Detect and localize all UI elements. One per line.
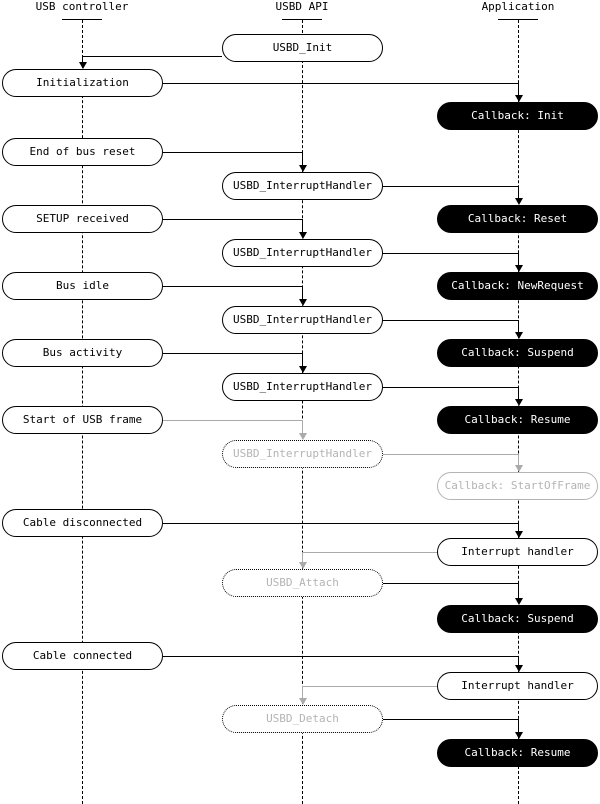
node-n26[interactable]: Callback: Resume — [437, 739, 598, 767]
column-header-usbd-api: USBD API — [275, 0, 329, 13]
connection-arrowhead-c17 — [299, 698, 307, 705]
node-n05[interactable]: USBD_InterruptHandler — [222, 172, 383, 200]
lifeline-usbd-api — [302, 20, 303, 804]
node-n22[interactable]: Callback: Suspend — [437, 605, 598, 633]
connection-horizontal-c10 — [383, 387, 519, 388]
node-n02[interactable]: Initialization — [2, 69, 163, 97]
node-n15[interactable]: Start of USB frame — [2, 406, 163, 434]
connection-vertical-c08 — [518, 320, 519, 333]
connection-vertical-c14 — [302, 552, 303, 563]
connection-arrowhead-c18 — [515, 732, 523, 739]
connection-vertical-c12 — [518, 454, 519, 466]
column-head-tick-usbd-api — [282, 19, 322, 20]
connection-arrowhead-c07 — [299, 299, 307, 306]
connection-arrowhead-c12 — [515, 465, 523, 472]
node-n16[interactable]: Callback: Resume — [437, 406, 598, 434]
connection-arrowhead-c06 — [515, 265, 523, 272]
connection-vertical-c03 — [302, 152, 303, 166]
connection-vertical-c09 — [302, 353, 303, 367]
node-n09[interactable]: Bus idle — [2, 272, 163, 300]
connection-horizontal-c02 — [163, 83, 519, 84]
node-n13[interactable]: Callback: Suspend — [437, 339, 598, 367]
connection-vertical-c11 — [302, 420, 303, 434]
connection-vertical-c18 — [518, 719, 519, 733]
node-n17[interactable]: USBD_InterruptHandler — [222, 440, 383, 468]
connection-vertical-c17 — [302, 686, 303, 699]
connection-horizontal-c11 — [163, 420, 303, 421]
connection-horizontal-c08 — [383, 320, 519, 321]
node-n06[interactable]: SETUP received — [2, 205, 163, 233]
connection-horizontal-c16 — [163, 656, 519, 657]
connection-horizontal-c04 — [383, 186, 519, 187]
node-n14[interactable]: USBD_InterruptHandler — [222, 373, 383, 401]
connection-horizontal-c05 — [163, 219, 303, 220]
connection-arrowhead-c15 — [515, 598, 523, 605]
column-head-tick-application — [498, 19, 538, 20]
connection-vertical-c01 — [82, 56, 83, 63]
node-n18[interactable]: Callback: StartOfFrame — [437, 472, 598, 500]
connection-horizontal-c09 — [163, 353, 303, 354]
node-n07[interactable]: Callback: Reset — [437, 205, 598, 233]
connection-arrowhead-c14 — [299, 562, 307, 569]
connection-arrowhead-c01 — [79, 62, 87, 69]
node-n08[interactable]: USBD_InterruptHandler — [222, 239, 383, 267]
connection-arrowhead-c16 — [515, 665, 523, 672]
connection-arrowhead-c10 — [515, 399, 523, 406]
connection-vertical-c02 — [518, 83, 519, 96]
connection-arrowhead-c05 — [299, 232, 307, 239]
node-n23[interactable]: Cable connected — [2, 642, 163, 670]
connection-vertical-c04 — [518, 186, 519, 199]
connection-arrowhead-c02 — [515, 95, 523, 102]
node-n11[interactable]: USBD_InterruptHandler — [222, 306, 383, 334]
column-head-tick-usb-controller — [62, 19, 102, 20]
column-header-application: Application — [481, 0, 555, 13]
node-n25[interactable]: USBD_Detach — [222, 705, 383, 733]
node-n04[interactable]: End of bus reset — [2, 138, 163, 166]
connection-arrowhead-c11 — [299, 433, 307, 440]
connection-arrowhead-c08 — [515, 332, 523, 339]
connection-vertical-c13 — [518, 523, 519, 532]
connection-arrowhead-c03 — [299, 165, 307, 172]
connection-vertical-c10 — [518, 387, 519, 400]
connection-arrowhead-c09 — [299, 366, 307, 373]
connection-horizontal-c17 — [303, 686, 437, 687]
connection-horizontal-c13 — [163, 523, 519, 524]
node-n19[interactable]: Cable disconnected — [2, 509, 163, 537]
node-n01[interactable]: USBD_Init — [222, 34, 383, 62]
connection-horizontal-c07 — [163, 286, 303, 287]
connection-horizontal-c14 — [303, 552, 437, 553]
connection-vertical-c06 — [518, 253, 519, 266]
node-n20[interactable]: Interrupt handler — [437, 538, 598, 566]
connection-vertical-c16 — [518, 656, 519, 666]
node-n10[interactable]: Callback: NewRequest — [437, 272, 598, 300]
connection-vertical-c05 — [302, 219, 303, 233]
column-header-usb-controller: USB controller — [35, 0, 129, 13]
connection-arrowhead-c13 — [515, 531, 523, 538]
connection-horizontal-c12 — [383, 454, 519, 455]
node-n21[interactable]: USBD_Attach — [222, 569, 383, 597]
connection-arrowhead-c04 — [515, 198, 523, 205]
node-n24[interactable]: Interrupt handler — [437, 672, 598, 700]
node-n03[interactable]: Callback: Init — [437, 102, 598, 130]
node-n12[interactable]: Bus activity — [2, 339, 163, 367]
connection-horizontal-c03 — [163, 152, 303, 153]
connection-vertical-c07 — [302, 286, 303, 300]
connection-horizontal-c15 — [383, 583, 519, 584]
connection-horizontal-c01 — [83, 56, 222, 57]
connection-horizontal-c18 — [383, 719, 519, 720]
connection-vertical-c15 — [518, 583, 519, 599]
connection-horizontal-c06 — [383, 253, 519, 254]
